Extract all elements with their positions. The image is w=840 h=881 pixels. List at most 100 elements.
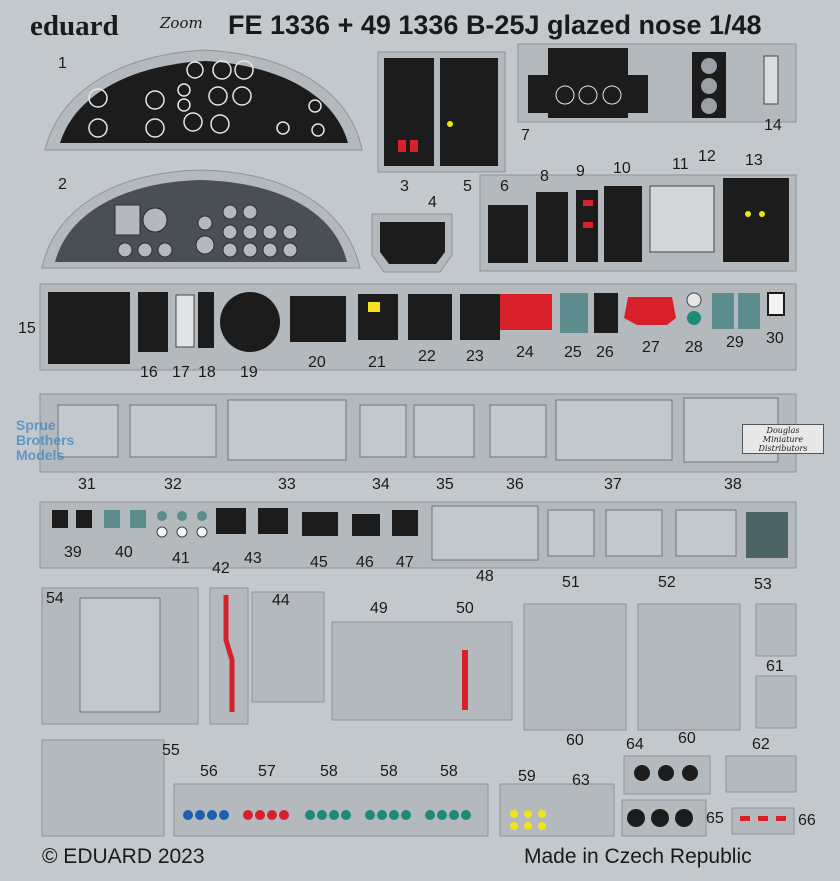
part-42-red — [223, 595, 235, 712]
part-number: 49 — [370, 600, 388, 617]
part-number: 22 — [418, 348, 436, 365]
part-number: 66 — [798, 812, 816, 829]
part-number: 47 — [396, 554, 414, 571]
part-27 — [624, 297, 676, 325]
part-11 — [649, 185, 715, 253]
part-number: 12 — [698, 148, 716, 165]
watermark: Sprue Brothers Models — [16, 418, 74, 463]
part-number: 64 — [626, 736, 644, 753]
part-number: 60 — [566, 732, 584, 749]
part-number: 65 — [706, 810, 724, 827]
part-number: 35 — [436, 476, 454, 493]
part-4-panel — [380, 222, 445, 264]
part-18 — [198, 292, 214, 348]
part-49-50 — [331, 621, 513, 721]
part-number: 6 — [500, 178, 509, 195]
part-number: 46 — [356, 554, 374, 571]
watermark-line: Brothers — [16, 432, 75, 448]
part-29a — [712, 293, 734, 329]
part-23 — [460, 294, 500, 340]
part-number: 44 — [272, 592, 290, 609]
part-number: 51 — [562, 574, 580, 591]
part-number: 59 — [518, 768, 536, 785]
part-number: 55 — [162, 742, 180, 759]
part-number: 60 — [678, 730, 696, 747]
part-25 — [560, 293, 588, 333]
part-10 — [604, 186, 642, 262]
part-number: 11 — [672, 156, 689, 173]
brand-logo: eduard — [30, 10, 119, 42]
part-28-lens-teal — [687, 311, 701, 325]
part-60-right — [637, 603, 741, 731]
part-number: 34 — [372, 476, 390, 493]
part-number: 37 — [604, 476, 622, 493]
part-number: 29 — [726, 334, 744, 351]
part-number: 54 — [46, 590, 64, 607]
part-14 — [763, 55, 779, 105]
copyright: © EDUARD 2023 — [42, 845, 205, 868]
part-number: 38 — [724, 476, 742, 493]
part-21 — [358, 294, 398, 340]
part-number: 63 — [572, 772, 590, 789]
part-number: 17 — [172, 364, 190, 381]
part-number: 5 — [463, 178, 472, 195]
fret-title: FE 1336 + 49 1336 B-25J glazed nose 1/48 — [228, 10, 762, 40]
part-number: 52 — [658, 574, 676, 591]
part-number: 50 — [456, 600, 474, 617]
part-number: 9 — [576, 163, 585, 180]
part-number: 36 — [506, 476, 524, 493]
origin: Made in Czech Republic — [524, 845, 752, 868]
part-15 — [48, 292, 130, 364]
part-number: 16 — [140, 364, 158, 381]
part-30 — [767, 292, 785, 316]
part-number: 28 — [685, 339, 703, 356]
part-19 — [220, 292, 280, 352]
part-number: 62 — [752, 736, 770, 753]
part-number: 58 — [320, 763, 338, 780]
part-number: 41 — [172, 550, 190, 567]
tag-line: Distributors — [758, 444, 808, 453]
part-6 — [488, 205, 528, 263]
part-29b — [738, 293, 760, 329]
part-number: 20 — [308, 354, 326, 371]
part-number: 19 — [240, 364, 258, 381]
part-number: 13 — [745, 152, 763, 169]
part-number: 58 — [440, 763, 458, 780]
part-number: 10 — [613, 160, 631, 177]
part-number: 21 — [368, 354, 386, 371]
part-number: 48 — [476, 568, 494, 585]
part-5-console — [440, 58, 498, 166]
part-number: 18 — [198, 364, 216, 381]
watermark-line: Models — [16, 447, 65, 463]
part-number: 2 — [58, 176, 67, 193]
part-53 — [746, 512, 788, 558]
part-number: 15 — [18, 320, 36, 337]
part-13 — [723, 178, 789, 262]
part-number: 33 — [278, 476, 296, 493]
part-number: 23 — [466, 348, 484, 365]
part-60-left — [523, 603, 627, 731]
part-24 — [500, 294, 552, 330]
distributor-tag: Douglas Miniature Distributors — [742, 424, 824, 454]
part-17 — [175, 294, 195, 348]
part-number: 43 — [244, 550, 262, 567]
part-number: 53 — [754, 576, 772, 593]
part-number: 26 — [596, 344, 614, 361]
part-number: 3 — [400, 178, 409, 195]
part-number: 56 — [200, 763, 218, 780]
watermark-line: Sprue — [16, 417, 56, 433]
part-number: 58 — [380, 763, 398, 780]
part-8 — [536, 192, 568, 262]
part-44 — [251, 591, 325, 703]
part-number: 32 — [164, 476, 182, 493]
part-number: 27 — [642, 339, 660, 356]
part-number: 24 — [516, 344, 534, 361]
part-number: 14 — [764, 117, 782, 134]
part-28-lens-clear — [686, 292, 702, 308]
part-number: 61 — [766, 658, 784, 675]
part-number: 31 — [78, 476, 96, 493]
part-number: 40 — [115, 544, 133, 561]
part-number: 7 — [521, 127, 530, 144]
